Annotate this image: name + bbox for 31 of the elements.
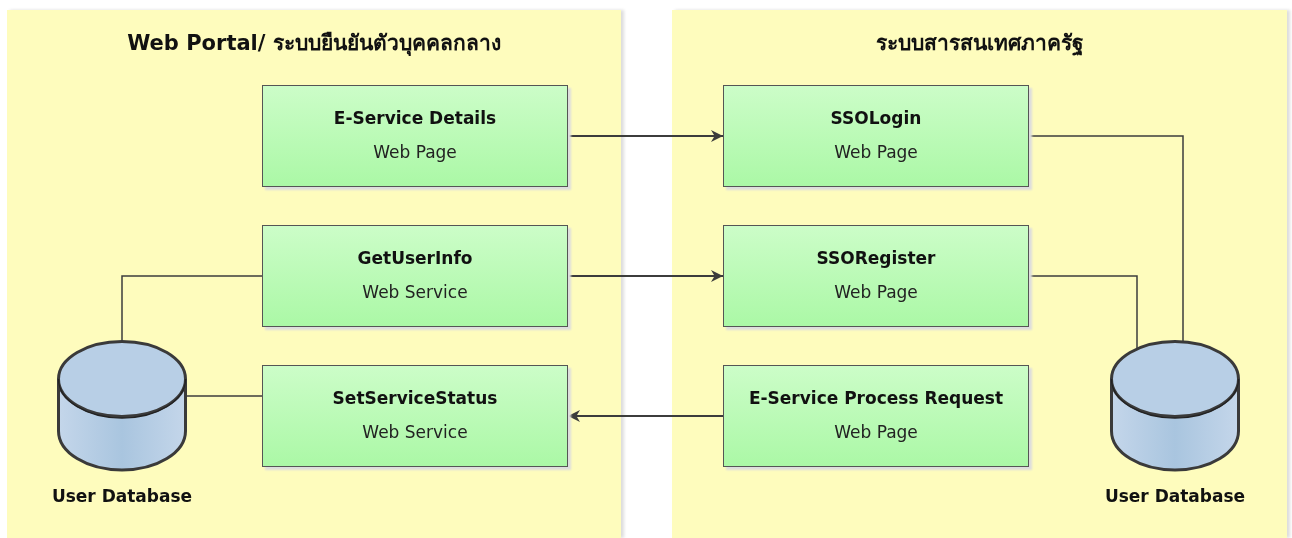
- box-title: E-Service Process Request: [747, 388, 1005, 408]
- connector-line: [1028, 275, 1138, 350]
- box-title: E-Service Details: [332, 108, 498, 128]
- process-box: [262, 365, 568, 467]
- box-subtitle: Web Page: [833, 142, 919, 162]
- box-subtitle: Web Page: [833, 422, 919, 442]
- panel: [672, 10, 1287, 538]
- connector-line: [186, 395, 263, 397]
- connector-line: [1028, 135, 1184, 343]
- arrow: [568, 270, 723, 282]
- box-subtitle: Web Page: [372, 142, 458, 162]
- database-label: User Database: [50, 486, 194, 506]
- process-box: [723, 85, 1029, 187]
- box-title: SetServiceStatus: [331, 388, 499, 408]
- box-subtitle: Web Service: [361, 282, 469, 302]
- arrow: [568, 130, 723, 142]
- panel-title: Web Portal/ ระบบยืนยันตัวบุคคลกลาง: [126, 30, 502, 58]
- box-title: SSOLogin: [829, 108, 923, 128]
- arrow: [568, 410, 723, 422]
- panel: [7, 10, 621, 538]
- database-label: User Database: [1103, 486, 1247, 506]
- connector-line: [121, 275, 263, 342]
- box-subtitle: Web Service: [361, 422, 469, 442]
- process-box: [723, 225, 1029, 327]
- process-box: [262, 85, 568, 187]
- box-title: GetUserInfo: [356, 248, 474, 268]
- box-subtitle: Web Page: [833, 282, 919, 302]
- process-box: [262, 225, 568, 327]
- panel-title: ระบบสารสนเทศภาครัฐ: [874, 30, 1085, 58]
- box-title: SSORegister: [815, 248, 937, 268]
- process-box: [723, 365, 1029, 467]
